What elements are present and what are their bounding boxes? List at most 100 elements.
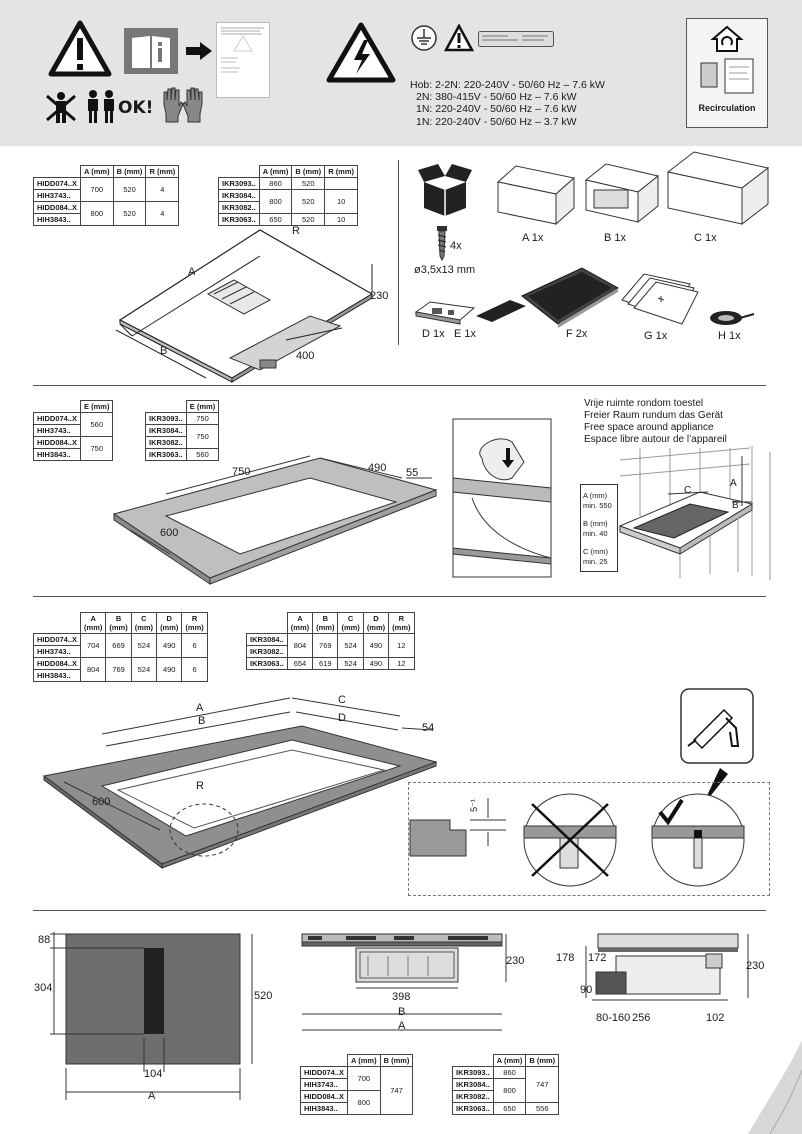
model-cell: HIH3743..	[32, 645, 82, 658]
model-cell: HIH3743..	[299, 1078, 349, 1091]
s2l-h1: E (mm)	[80, 400, 114, 413]
value-cell: 520	[291, 189, 326, 214]
s4-dim-side-172: 172	[588, 952, 607, 964]
screw-size: ø3,5x13 mm	[414, 264, 476, 276]
model-cell: HIH3843..	[299, 1102, 349, 1115]
model-cell: HIH3843..	[32, 448, 82, 461]
free-space-line-1: Vrije ruimte rondom toestel	[584, 398, 704, 409]
value-cell: 650	[492, 1102, 527, 1115]
s3l-h0	[33, 612, 82, 634]
model-cell: IKR3063..	[452, 1102, 494, 1115]
arrow-right-icon	[186, 42, 212, 60]
two-persons-icon	[88, 90, 114, 123]
part-g-booklet-icon	[621, 273, 699, 325]
s1r-h2: B (mm)	[291, 165, 326, 178]
high-voltage-icon	[326, 22, 396, 83]
model-cell: IKR3063..	[145, 448, 187, 461]
s4-dim-side-178: 178	[556, 952, 575, 964]
seal-gap-detail	[409, 798, 506, 857]
seal-detail-frame	[408, 782, 770, 896]
value-cell: 4	[145, 201, 180, 226]
package-box-icon	[418, 164, 472, 216]
s3r-h5: R (mm)	[388, 612, 415, 634]
rating-plate-icon	[478, 31, 554, 47]
clearance-b-value: min. 40	[583, 529, 608, 538]
value-cell: 654	[286, 657, 314, 670]
value-cell: 804	[80, 657, 107, 682]
model-cell: IKR3084..	[218, 189, 260, 202]
part-h-label: H 1x	[718, 330, 741, 342]
s3-table-left: A (mm)B (mm)C (mm)D (mm)R (mm) HIDD074..…	[32, 612, 208, 682]
value-cell: 12	[388, 633, 415, 658]
model-cell: IKR3082..	[218, 201, 260, 214]
s2-letter-a: A	[730, 478, 737, 489]
part-a-label: A 1x	[522, 232, 544, 244]
s4-dim-top: 88	[38, 934, 51, 946]
value-cell: 800	[80, 201, 114, 226]
s4-dim-left: 304	[34, 982, 53, 994]
s3r-h4: D (mm)	[362, 612, 390, 634]
divider-2	[33, 596, 766, 597]
s1-dim-h: 230	[370, 290, 389, 302]
model-cell: HIDD084..X	[32, 201, 82, 214]
s3r-h0	[246, 612, 288, 634]
value-cell: 556	[525, 1102, 560, 1115]
value-cell: 524	[337, 657, 364, 670]
model-cell: HIH3743..	[32, 189, 82, 202]
value-cell: 750	[80, 436, 114, 461]
value-cell: 804	[286, 633, 314, 658]
hob-line-2: 2N: 380-415V - 50/60 Hz – 7.6 kW	[416, 91, 577, 103]
s1l-h1: A (mm)	[80, 165, 114, 178]
value-cell: 800	[492, 1078, 527, 1103]
value-cell: 520	[291, 177, 326, 190]
s4-dim-side-102: 102	[706, 1012, 725, 1024]
s3l-h1: A (mm)	[80, 612, 107, 634]
s1-dim-d: 400	[296, 350, 315, 362]
part-c-duct-icon	[666, 151, 770, 226]
free-space-line-3: Free space around appliance	[584, 422, 714, 433]
value-cell: 750	[185, 424, 220, 449]
value-cell: 10	[324, 189, 359, 214]
screw-icon	[437, 226, 447, 262]
vertical-divider	[398, 160, 399, 345]
value-cell: 769	[312, 633, 339, 658]
free-space-line-2: Freier Raum rundum das Gerät	[584, 410, 723, 421]
s3l-h3: C (mm)	[130, 612, 158, 634]
screws-qty: 4x	[450, 240, 462, 252]
seal-correct-detail	[651, 793, 745, 887]
value-cell: 704	[80, 633, 107, 658]
value-cell: 4	[145, 177, 180, 202]
s4-dim-right: 520	[254, 990, 273, 1002]
value-cell: 10	[324, 213, 359, 226]
s4-dim-bottom: 104	[144, 1068, 163, 1080]
recessed-cutout-drawing	[42, 697, 438, 869]
hob-line-1: Hob: 2-2N: 220-240V - 50/60 Hz – 7.6 kW	[410, 79, 605, 91]
recirculation-box: Recirculation	[686, 18, 768, 128]
s3-dim-d: D	[338, 712, 346, 724]
s2-dim-d: 490	[368, 462, 387, 474]
s4r-h0	[452, 1054, 494, 1067]
s4-dim-side-range: 80-160	[596, 1012, 631, 1024]
divider-1	[33, 385, 766, 386]
part-d-label: D 1x	[422, 328, 445, 340]
part-f-label: F 2x	[566, 328, 588, 340]
clearance-legend: A (mm) min. 550 B (mm) min. 40 C (mm) mi…	[580, 484, 618, 572]
hob-line-4: 1N: 220-240V - 50/60 Hz – 3.7 kW	[416, 116, 577, 128]
s2-dim-f: 600	[160, 527, 179, 539]
s3-tolerance: 5⁻¹	[468, 799, 479, 812]
manual-document-icon	[216, 22, 270, 98]
s3r-h2: B (mm)	[312, 612, 339, 634]
ok-label: OK!	[118, 98, 154, 118]
s4r-h2: B (mm)	[525, 1054, 560, 1067]
model-cell: HIDD074..X	[299, 1066, 349, 1079]
part-a-duct-icon	[496, 165, 576, 226]
value-cell	[324, 177, 359, 190]
s2r-h1: E (mm)	[185, 400, 220, 413]
warning-triangle-icon	[48, 20, 112, 77]
value-cell: 700	[347, 1066, 381, 1091]
s1-dim-r: R	[292, 225, 300, 237]
value-cell: 524	[130, 633, 158, 658]
s4-dim-side-256: 256	[632, 1012, 651, 1024]
